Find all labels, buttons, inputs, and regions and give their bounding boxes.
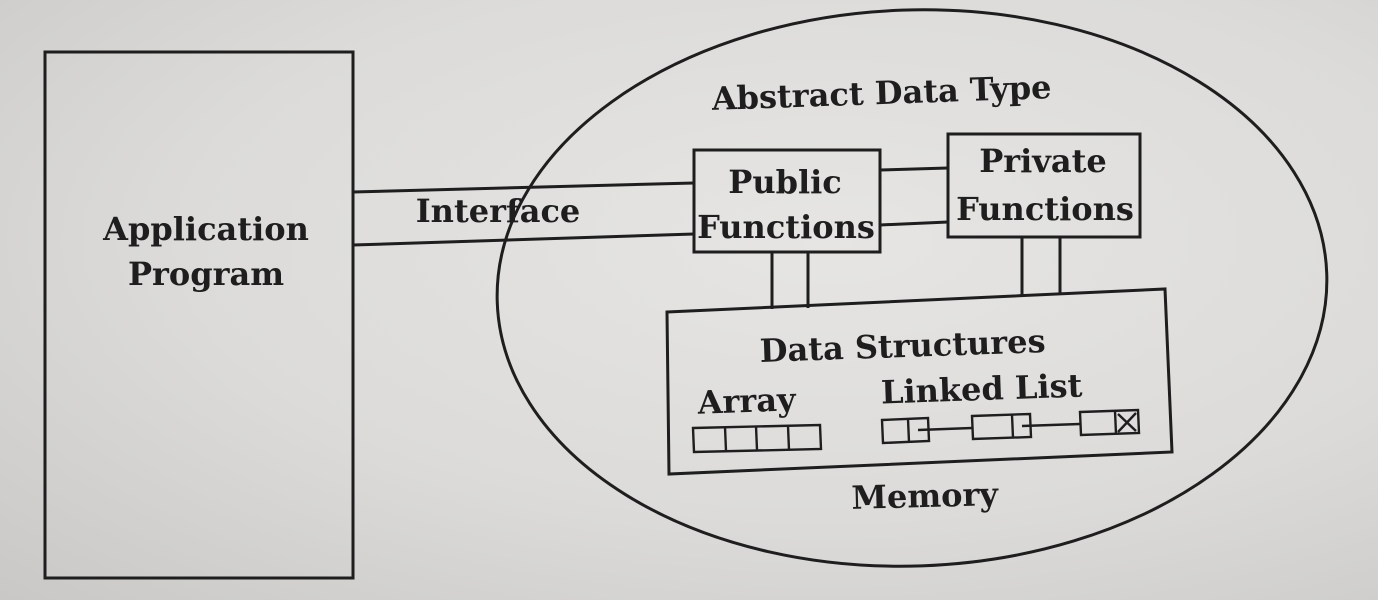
private-functions-box <box>946 132 1142 239</box>
data-structures-title: Data Structures <box>759 322 1046 370</box>
private-functions-label-line1: Private <box>979 142 1107 180</box>
public-functions-label-line2: Functions <box>697 208 875 246</box>
adt-memory-ellipse <box>495 8 1329 568</box>
interface-label: Interface <box>416 192 581 230</box>
adt-title: Abstract Data Type <box>710 68 1052 118</box>
linked-list-icon <box>880 408 1141 445</box>
interface-line-bottom <box>352 232 695 247</box>
application-program-label-line1: Application <box>102 210 309 248</box>
public-private-connector-bottom <box>879 220 949 227</box>
array-icon <box>691 423 823 454</box>
public-private-connector-top <box>879 166 949 172</box>
linked-list-label: Linked List <box>880 366 1083 411</box>
interface-line-top <box>352 181 695 194</box>
application-program-label-line2: Program <box>128 255 284 293</box>
public-functions-box <box>692 148 882 254</box>
memory-label: Memory <box>851 475 1000 517</box>
data-structures-box <box>665 287 1174 476</box>
private-functions-label-line2: Functions <box>956 190 1134 228</box>
public-functions-label-line1: Public <box>728 163 842 201</box>
application-program-box <box>43 50 355 580</box>
array-label: Array <box>696 380 798 421</box>
